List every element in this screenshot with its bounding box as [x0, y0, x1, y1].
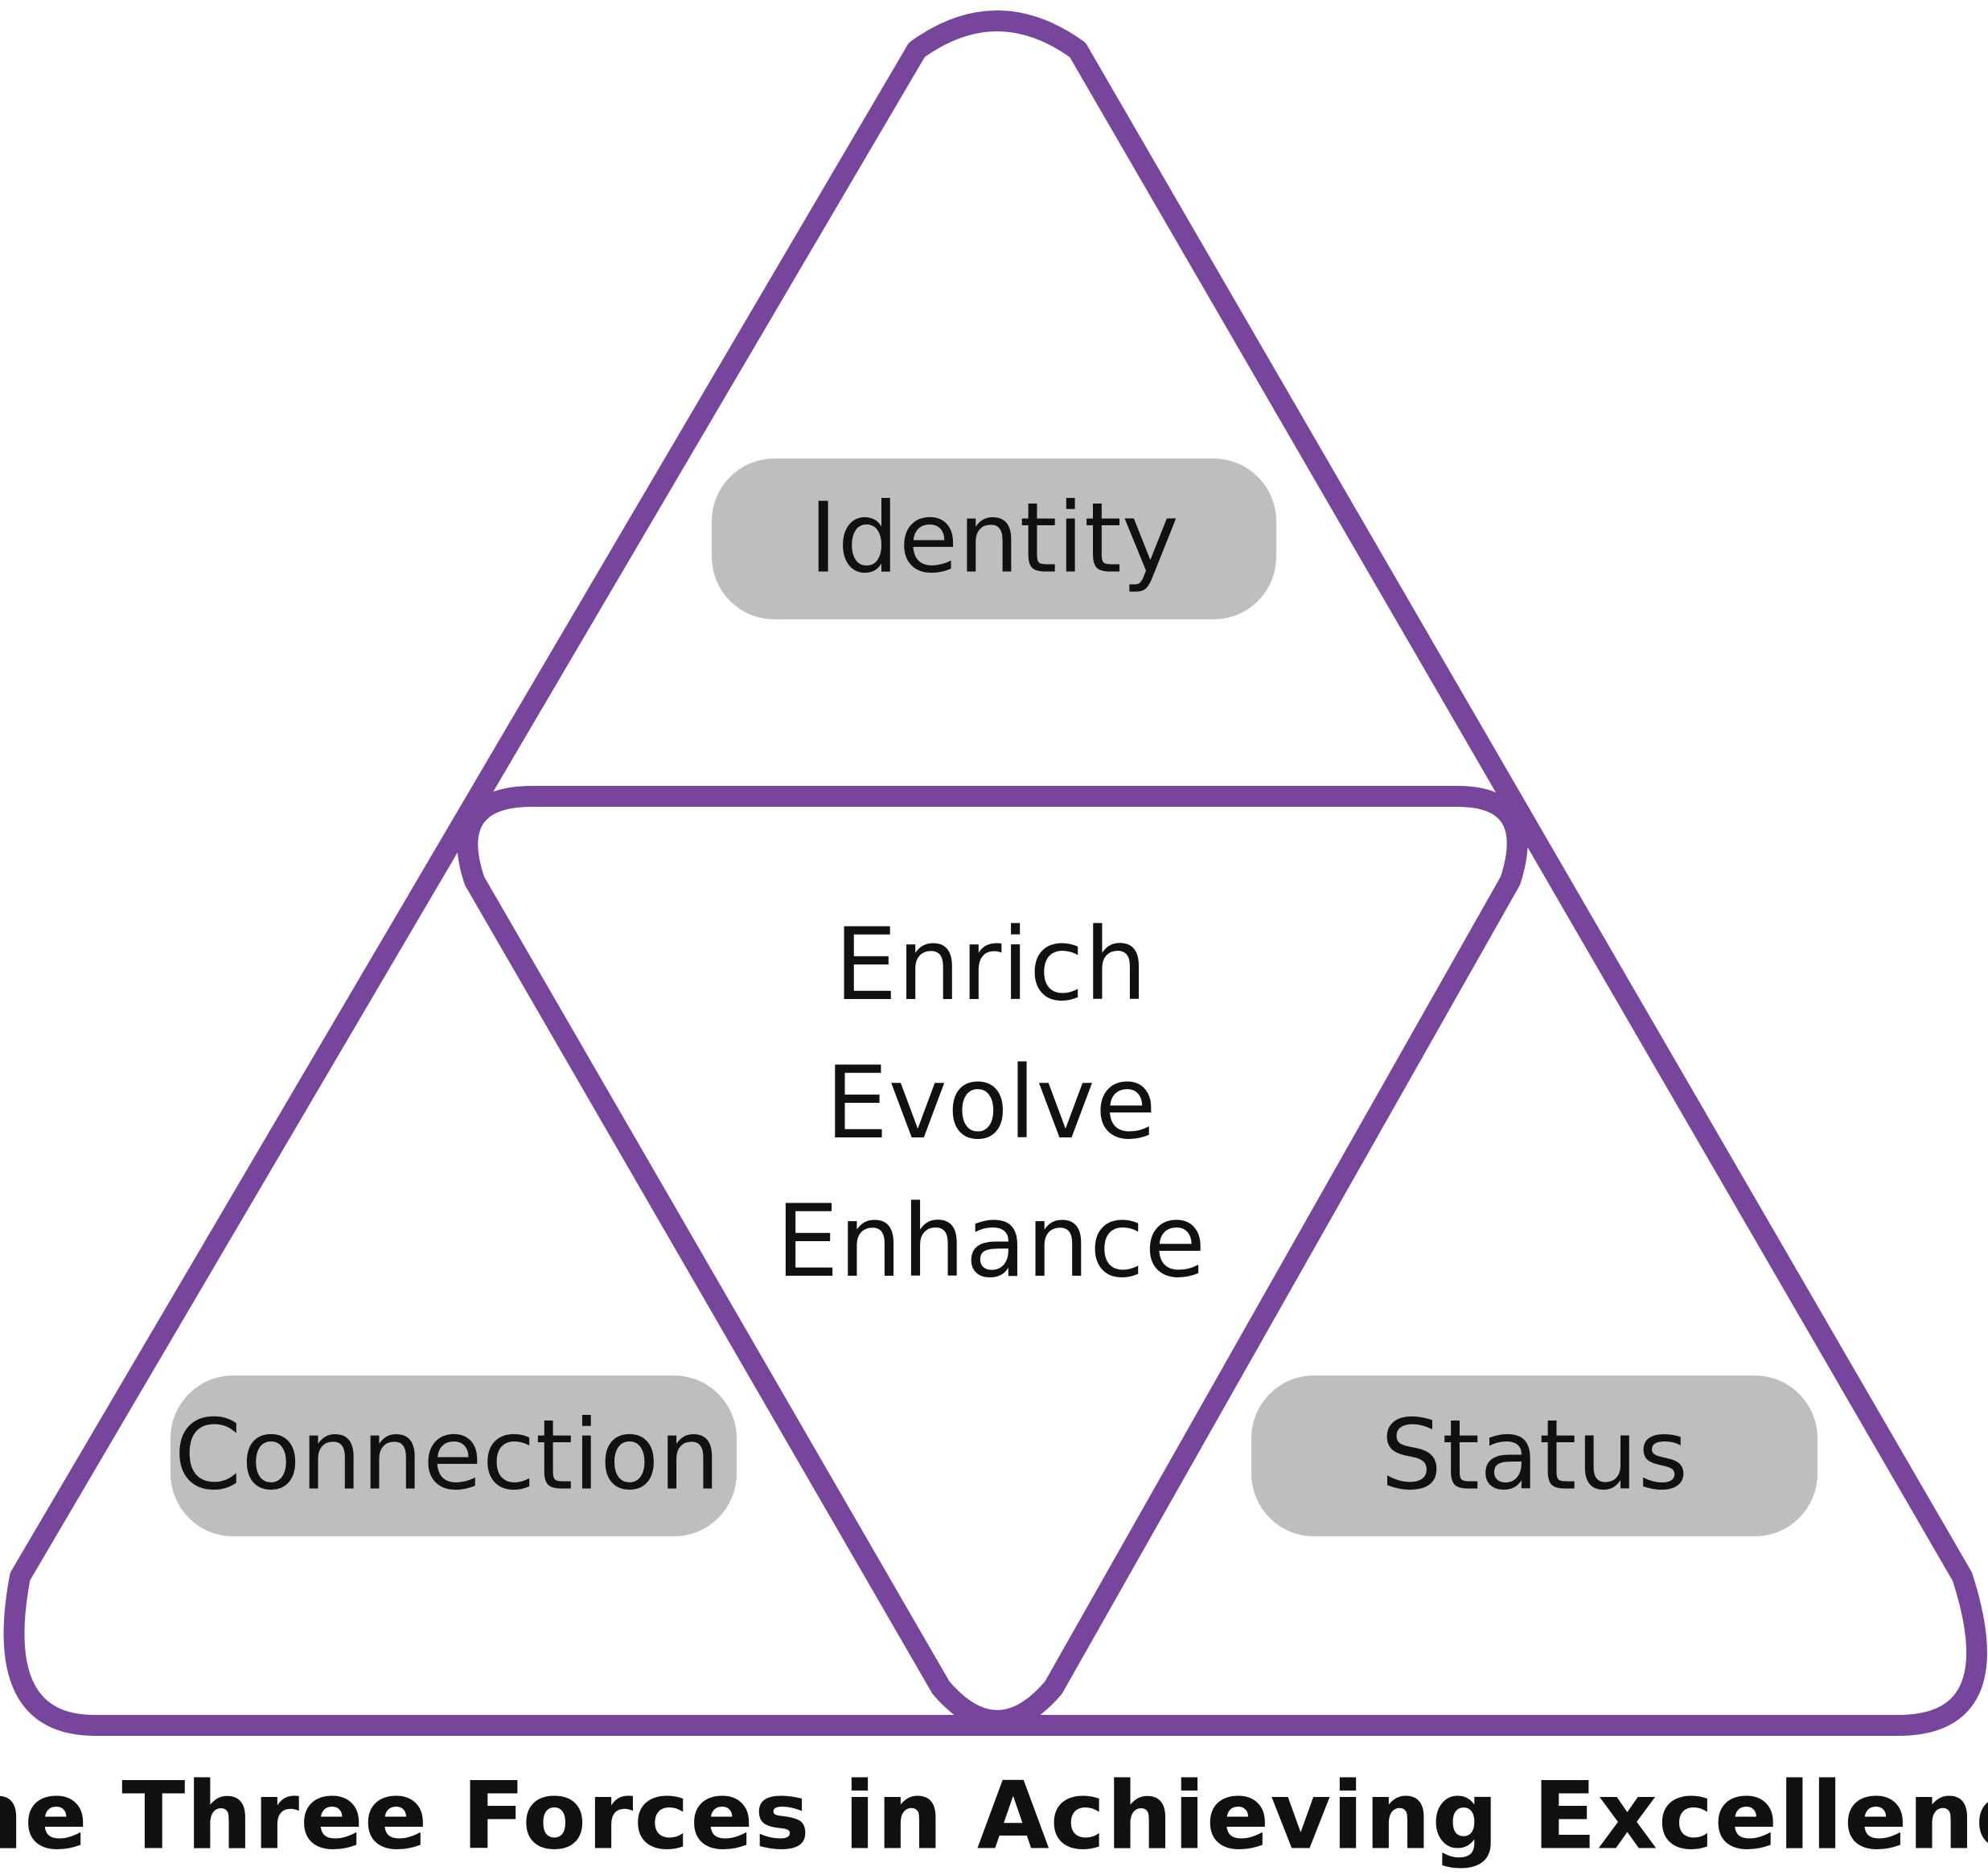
inner-triangle	[457, 786, 1528, 1731]
status-pill	[1251, 1375, 1818, 1536]
center-word-evolve: Evolve	[825, 1046, 1156, 1162]
connection-text: Connection	[175, 1400, 721, 1512]
status-text: Status	[1381, 1400, 1688, 1512]
connection-pill	[170, 1375, 737, 1536]
center-word-enrich: Enrich	[834, 907, 1147, 1023]
status-label: Status	[1251, 1375, 1818, 1536]
identity-label: Identity	[712, 458, 1276, 619]
center-word-enhance: Enhance	[776, 1184, 1206, 1300]
center-words: Enrich Evolve Enhance	[776, 907, 1206, 1300]
identity-pill	[712, 458, 1276, 619]
diagram-title: The Three Forces in Achieving Excellence	[0, 1762, 1988, 1871]
identity-text: Identity	[809, 483, 1179, 595]
connection-label: Connection	[170, 1375, 737, 1536]
outer-triangle	[3, 10, 1987, 1736]
